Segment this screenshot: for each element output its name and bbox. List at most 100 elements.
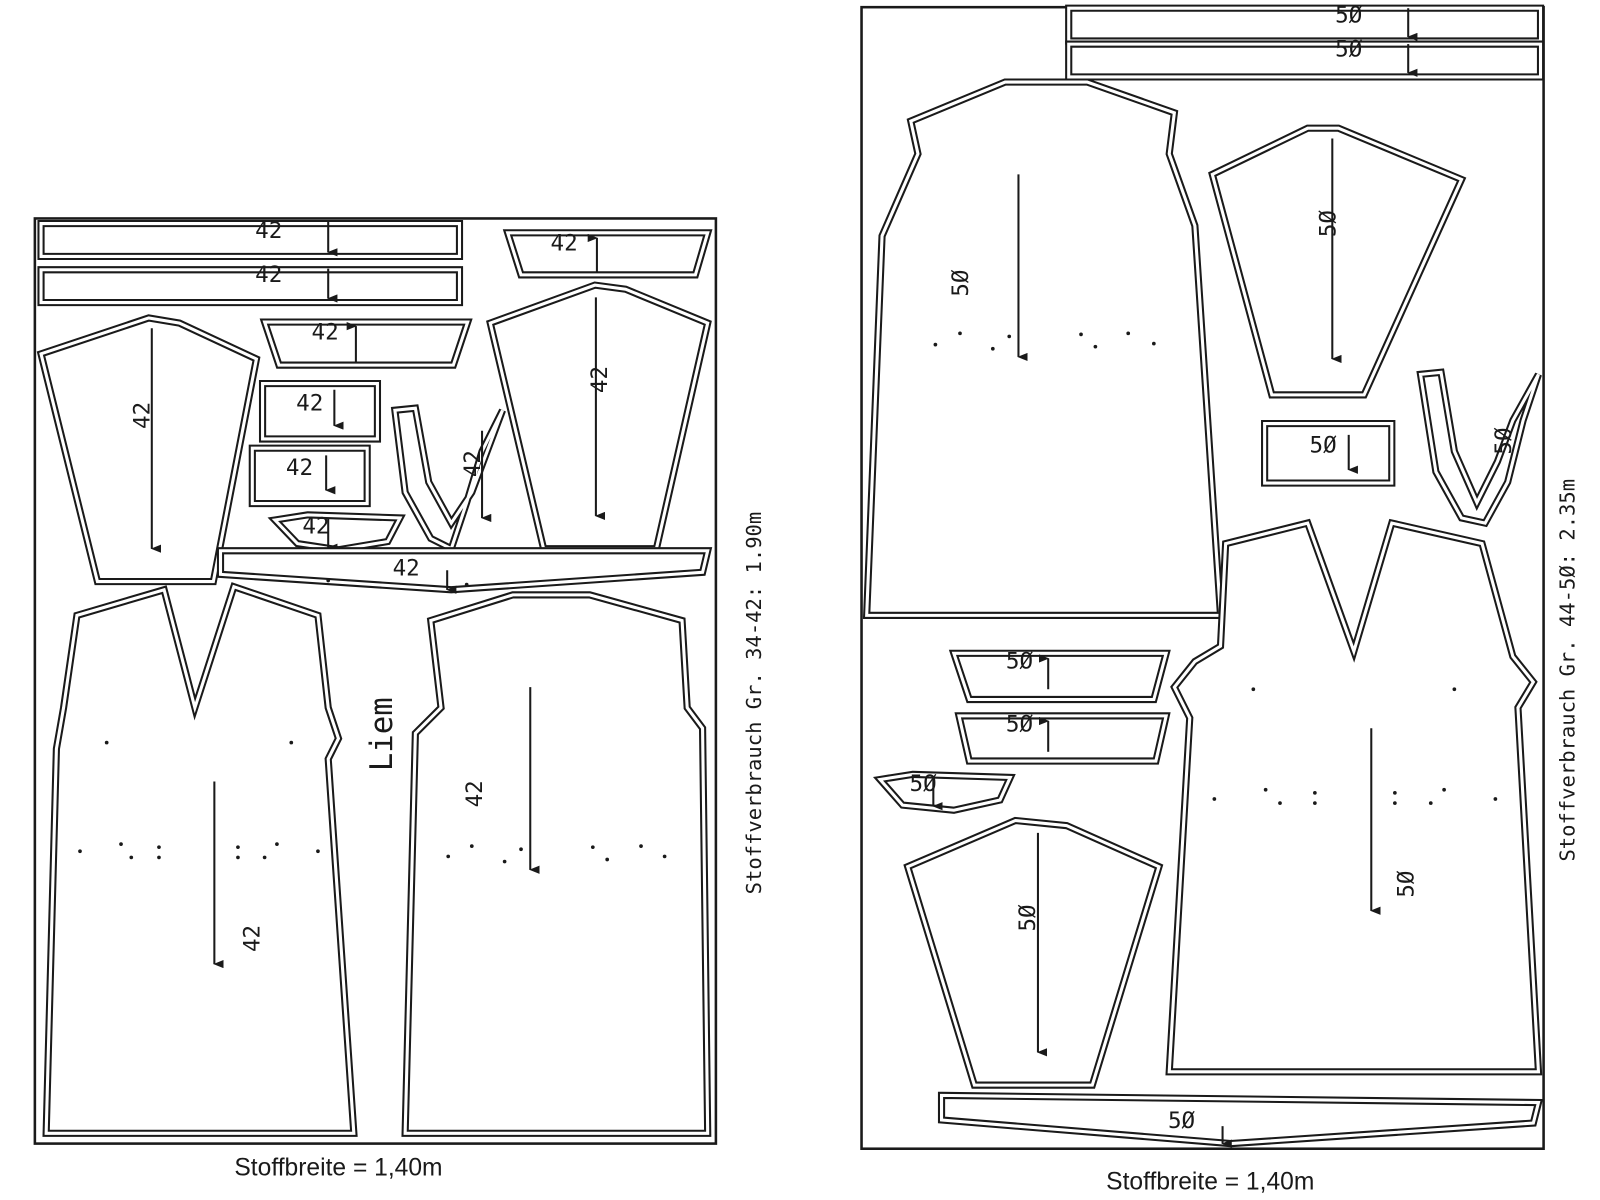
marking-dot — [1452, 687, 1457, 692]
size-label: 5Ø — [1168, 1108, 1196, 1134]
marking-dot — [446, 854, 451, 859]
cuff-1: 42 — [258, 379, 382, 443]
marking-dot — [78, 849, 82, 854]
size-label: 5Ø — [1015, 904, 1041, 932]
marking-dot — [275, 842, 279, 846]
strip-2: 5Ø — [1065, 36, 1545, 81]
marking-dot — [1313, 790, 1317, 795]
marking-dot — [1393, 790, 1397, 795]
marking-dot — [1126, 331, 1131, 336]
size-label: 42 — [239, 925, 265, 952]
size-label: 42 — [551, 230, 578, 256]
left-layout: 42 42 42 42 42 42 42 42 42 42 42 42 42 Stoffbreite =… — [33, 217, 766, 1181]
collar-piece: 5Ø — [872, 770, 1016, 814]
marking-dot — [958, 331, 962, 336]
marking-dot — [1278, 801, 1282, 805]
size-label: 42 — [296, 390, 323, 416]
marking-dot — [639, 844, 643, 848]
band-1: 5Ø — [948, 649, 1171, 704]
size-label: 42 — [393, 555, 420, 581]
size-label: 5Ø — [1006, 711, 1034, 737]
cuff: 5Ø — [1261, 419, 1396, 487]
size-label: 5Ø — [1309, 432, 1337, 458]
size-label: 42 — [286, 455, 313, 481]
size-label: 42 — [312, 319, 339, 345]
front-bodice: 5Ø — [1165, 518, 1543, 1076]
curved-band: 42 — [216, 547, 713, 594]
band-2: 5Ø — [954, 711, 1171, 765]
right-layout: 5Ø 5Ø 5Ø 5Ø 5Ø 5Ø 5Ø 5Ø 5Ø 5Ø 5Ø 5Ø Stoffbreite = 1… — [860, 3, 1579, 1196]
back-bodice: 42 — [401, 591, 712, 1137]
cuff-2: 42 — [248, 444, 371, 508]
fabric-width-right: Stoffbreite = 1,40m — [1106, 1169, 1314, 1196]
v-neckband: 5Ø — [1416, 368, 1542, 528]
size-label: 5Ø — [1393, 870, 1419, 898]
sleeve-right: 42 — [486, 281, 712, 553]
marking-dot — [1251, 687, 1256, 692]
size-label: 42 — [255, 262, 282, 288]
marking-dot — [502, 859, 507, 864]
size-label: 42 — [587, 366, 613, 393]
strip-2: 42 — [37, 262, 464, 307]
marking-dot — [933, 342, 938, 347]
marking-dot — [1393, 801, 1397, 805]
marking-dot — [1493, 797, 1498, 801]
fabric-usage-right: Stoffverbrauch Gr. 44-5Ø: 2.35m — [1555, 479, 1579, 862]
marking-dot — [1313, 801, 1317, 805]
size-label: 42 — [302, 513, 329, 539]
fabric-usage-left: Stoffverbrauch Gr. 34-42: 1.90m — [742, 512, 766, 895]
size-label: 42 — [255, 218, 282, 244]
sleeve-bottom: 5Ø — [903, 816, 1164, 1089]
strip-1: 5Ø — [1065, 3, 1545, 45]
marking-dot — [326, 578, 331, 583]
front-bodice: 42 — [42, 582, 358, 1137]
band-piece: 42 — [259, 318, 473, 369]
sleeve-top: 5Ø — [1208, 124, 1467, 399]
marking-dot — [990, 346, 995, 351]
marking-dot — [1428, 801, 1433, 805]
size-label: 5Ø — [1335, 3, 1363, 29]
waistband-piece: 42 — [502, 229, 713, 279]
marking-dot — [289, 740, 294, 745]
size-label: 5Ø — [1315, 210, 1341, 238]
size-label: 42 — [462, 780, 488, 807]
size-label: 5Ø — [948, 269, 974, 297]
marking-dot — [464, 582, 469, 587]
marking-dot — [1442, 787, 1446, 792]
collar-piece: 42 — [267, 511, 406, 554]
marking-dot — [262, 855, 267, 860]
marking-dot — [1079, 332, 1083, 337]
marking-dot — [129, 855, 134, 860]
marking-dot — [316, 849, 320, 854]
fabric-width-left: Stoffbreite = 1,40m — [234, 1154, 442, 1181]
back-bodice: 5Ø — [862, 78, 1225, 619]
size-label: 42 — [130, 402, 156, 429]
marking-dot — [119, 842, 123, 846]
marking-dot — [157, 855, 161, 860]
marking-dot — [1007, 334, 1012, 339]
strip-1: 42 — [37, 218, 464, 260]
marking-dot — [1212, 797, 1217, 801]
marking-dot — [157, 845, 161, 850]
marking-dot — [236, 845, 240, 850]
size-label: 5Ø — [909, 771, 937, 797]
marking-dot — [104, 740, 109, 745]
size-label: 42 — [460, 450, 486, 477]
liem-label: Liem — [364, 697, 400, 771]
size-label: 5Ø — [1335, 36, 1363, 62]
marking-dot — [605, 857, 610, 862]
marking-dot — [519, 847, 523, 852]
marking-dot — [1263, 787, 1268, 792]
marking-dot — [662, 854, 667, 859]
marking-dot — [1093, 344, 1098, 349]
marking-dot — [590, 845, 595, 850]
marking-dot — [1152, 341, 1156, 346]
size-label: 5Ø — [1006, 649, 1034, 675]
curved-band: 5Ø — [937, 1091, 1544, 1148]
marking-dot — [469, 844, 474, 848]
sleeve-left: 42 — [36, 314, 261, 586]
marking-dot — [236, 855, 240, 860]
size-label: 5Ø — [1491, 427, 1517, 455]
v-neckband: 42 — [390, 404, 506, 554]
